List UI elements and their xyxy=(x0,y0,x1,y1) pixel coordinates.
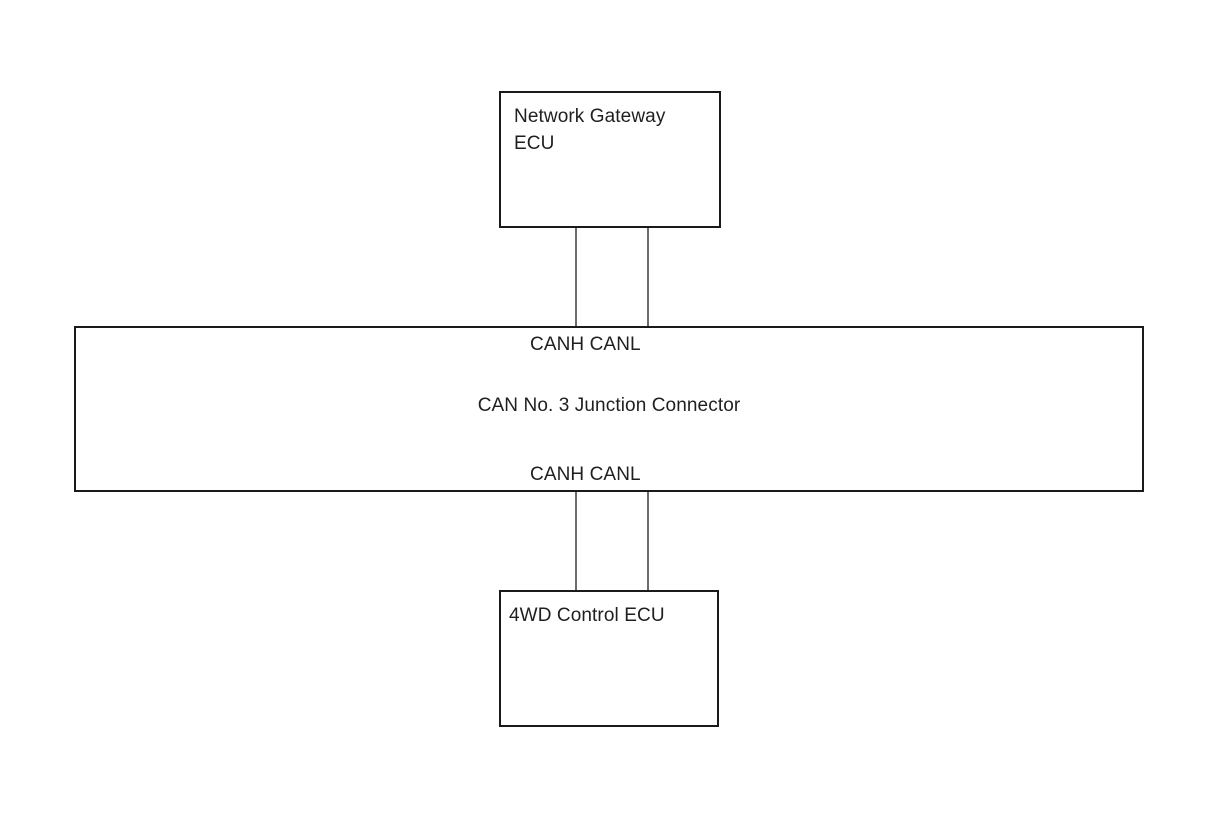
node-can-no3-junction-connector-label: CAN No. 3 Junction Connector xyxy=(477,395,741,416)
wire-gateway-canh xyxy=(575,228,577,326)
wire-gateway-canl xyxy=(647,228,649,326)
node-4wd-control-ecu-label: 4WD Control ECU xyxy=(509,605,665,626)
junction-bottom-bus-label: CANH CANL xyxy=(530,464,641,485)
wire-4wd-canl xyxy=(647,492,649,590)
node-network-gateway-ecu: Network Gateway ECU xyxy=(499,91,721,228)
wire-4wd-canh xyxy=(575,492,577,590)
node-4wd-control-ecu: 4WD Control ECU xyxy=(499,590,719,727)
node-can-no3-junction-connector: CANH CANL CAN No. 3 Junction Connector C… xyxy=(74,326,1144,492)
junction-top-bus-label: CANH CANL xyxy=(530,334,641,355)
node-network-gateway-ecu-label: Network Gateway ECU xyxy=(514,106,666,154)
